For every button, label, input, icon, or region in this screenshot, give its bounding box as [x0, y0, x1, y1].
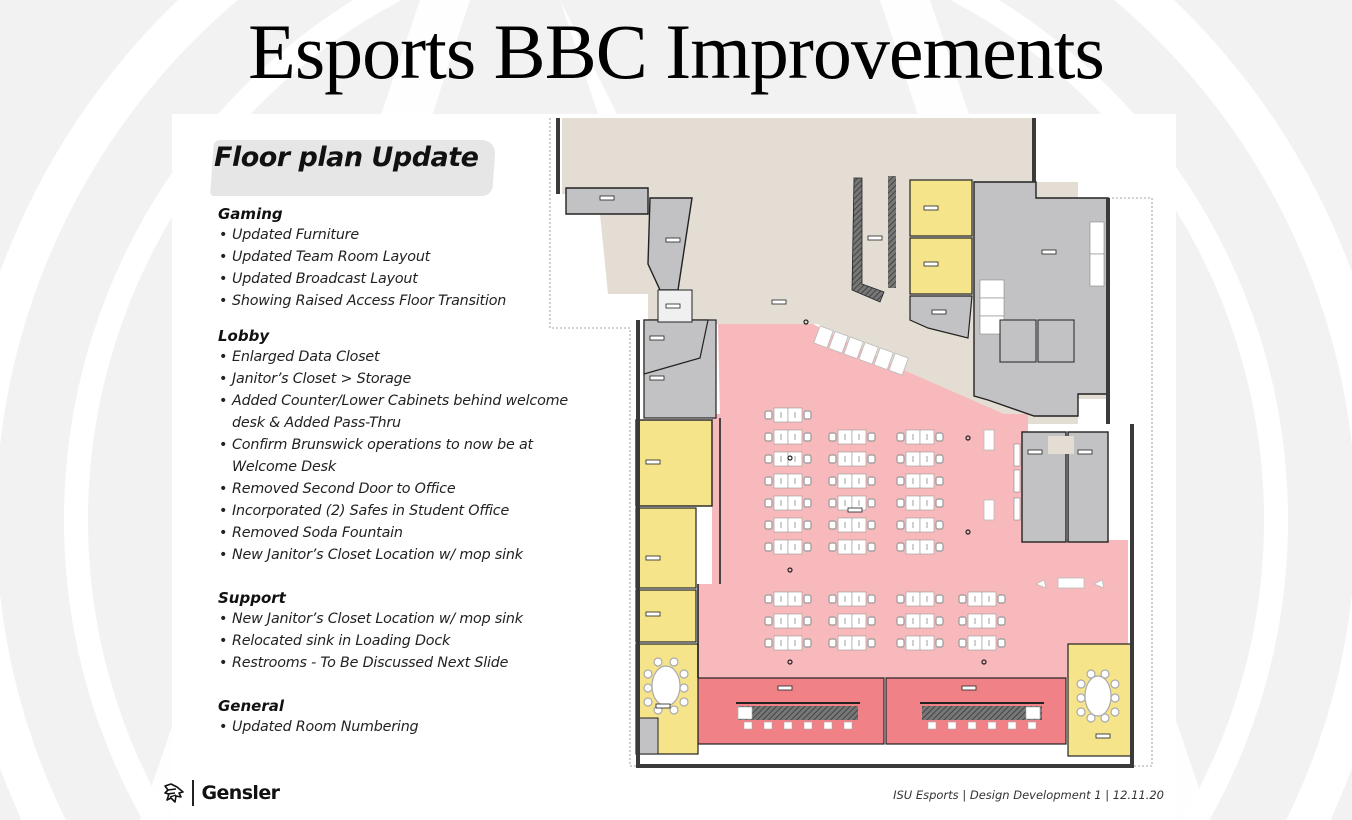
conference-table-left [643, 657, 689, 715]
list-item: New Janitor’s Closet Location w/ mop sin… [218, 608, 578, 630]
room-unisex-2 [1037, 319, 1075, 363]
floor-plan [549, 118, 1153, 768]
group-title: General [218, 697, 284, 715]
list-item: Relocated sink in Loading Dock [218, 630, 578, 652]
room-storage [909, 295, 973, 339]
lounge-seating [813, 325, 909, 376]
room-manager-office [909, 237, 973, 295]
logo-divider [192, 780, 194, 806]
list-item: Restrooms - To Be Discussed Next Slide [218, 652, 578, 674]
list-item: Updated Broadcast Layout [218, 268, 578, 290]
gensler-mark-icon [164, 783, 184, 803]
content-panel: Floor plan Update Gaming Updated Furnitu… [164, 114, 1176, 820]
group-general: General Updated Room Numbering [218, 696, 578, 738]
notes-column: Floor plan Update Gaming Updated Furnitu… [164, 114, 572, 820]
gensler-logo: Gensler [162, 778, 280, 808]
logo-wordmark: Gensler [201, 782, 280, 804]
group-support: Support New Janitor’s Closet Location w/… [218, 588, 578, 674]
list-item: Showing Raised Access Floor Transition [218, 290, 578, 312]
list-item: Removed Second Door to Office [218, 478, 578, 500]
footer-caption: ISU Esports | Design Development 1 | 12.… [893, 788, 1164, 802]
room-student-office [909, 179, 973, 237]
list-item: Confirm Brunswick operations to now be a… [218, 434, 578, 478]
list-item: Enlarged Data Closet [218, 346, 578, 368]
group-lobby: Lobby Enlarged Data Closet Janitor’s Clo… [218, 326, 578, 566]
list-item: Updated Room Numbering [218, 716, 578, 738]
list-item: Updated Team Room Layout [218, 246, 578, 268]
room-unisex-1 [999, 319, 1037, 363]
list-item: Incorporated (2) Safes in Student Office [218, 500, 578, 522]
room-office-2 [635, 589, 697, 643]
list-item: Janitor’s Closet > Storage [218, 368, 578, 390]
room-vest [657, 289, 693, 323]
group-title: Gaming [218, 205, 283, 223]
room-office-1 [635, 507, 697, 589]
list-item: Removed Soda Fountain [218, 522, 578, 544]
welcome-desk [851, 177, 885, 303]
list-item: Updated Furniture [218, 224, 578, 246]
change-notes: Gaming Updated Furniture Updated Team Ro… [218, 204, 578, 752]
group-title: Support [218, 589, 286, 607]
section-heading: Floor plan Update [214, 142, 479, 173]
group-title: Lobby [218, 327, 270, 345]
group-gaming: Gaming Updated Furniture Updated Team Ro… [218, 204, 578, 312]
conference-table-right [1076, 669, 1120, 723]
slide-title: Esports BBC Improvements [248, 8, 1105, 95]
list-item: New Janitor’s Closet Location w/ mop sin… [218, 544, 578, 566]
list-item: Added Counter/Lower Cabinets behind welc… [218, 390, 578, 434]
room-elec [565, 187, 649, 215]
